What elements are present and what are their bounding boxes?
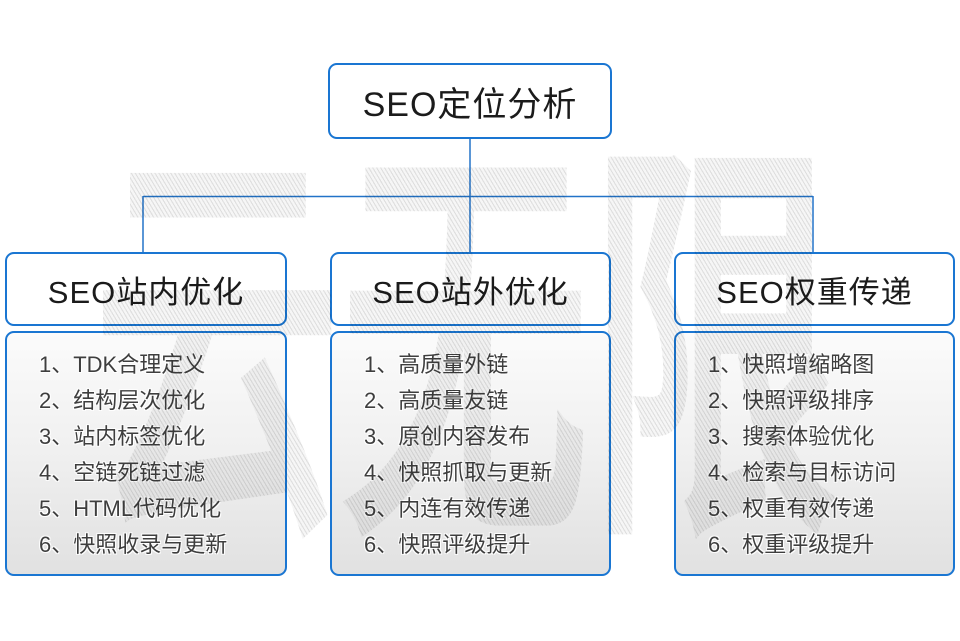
- list-item: 2、快照评级排序: [708, 388, 875, 413]
- list-item: 3、站内标签优化: [39, 424, 206, 449]
- column-header-offsite: SEO站外优化: [330, 252, 611, 326]
- list-item: 3、原创内容发布: [364, 424, 531, 449]
- column-header-weight: SEO权重传递: [674, 252, 955, 326]
- column-header-title: SEO站内优化: [47, 274, 245, 310]
- list-box-onsite: 1、TDK合理定义 2、结构层次优化 3、站内标签优化 4、空链死链过滤 5、H…: [5, 331, 287, 576]
- list-item: 5、HTML代码优化: [39, 496, 222, 521]
- list-item: 2、高质量友链: [364, 388, 509, 413]
- root-node-seo-positioning: SEO定位分析: [328, 63, 612, 139]
- root-node-title: SEO定位分析: [362, 85, 578, 124]
- column-offsite-optimization: SEO站外优化 1、高质量外链 2、高质量友链 3、原创内容发布 4、快照抓取与…: [330, 252, 611, 576]
- list-item: 2、结构层次优化: [39, 388, 206, 413]
- column-header-title: SEO站外优化: [372, 274, 569, 310]
- list-item: 5、内连有效传递: [364, 496, 531, 521]
- list-box-offsite: 1、高质量外链 2、高质量友链 3、原创内容发布 4、快照抓取与更新 5、内连有…: [330, 331, 611, 576]
- list-item: 1、TDK合理定义: [39, 352, 206, 377]
- column-header-title: SEO权重传递: [716, 274, 913, 310]
- list-item: 3、搜索体验优化: [708, 424, 875, 449]
- list-item: 6、权重评级提升: [708, 532, 875, 557]
- list-item: 6、快照评级提升: [364, 532, 531, 557]
- list-item: 1、快照增缩略图: [708, 352, 875, 377]
- list-item: 4、快照抓取与更新: [364, 460, 553, 485]
- column-weight-transfer: SEO权重传递 1、快照增缩略图 2、快照评级排序 3、搜索体验优化 4、检索与…: [674, 252, 955, 576]
- list-box-weight: 1、快照增缩略图 2、快照评级排序 3、搜索体验优化 4、检索与目标访问 5、权…: [674, 331, 955, 576]
- list-item: 1、高质量外链: [364, 352, 509, 377]
- column-header-onsite: SEO站内优化: [5, 252, 287, 326]
- list-item: 5、权重有效传递: [708, 496, 875, 521]
- list-item: 6、快照收录与更新: [39, 532, 228, 557]
- list-item: 4、检索与目标访问: [708, 460, 897, 485]
- column-onsite-optimization: SEO站内优化 1、TDK合理定义 2、结构层次优化 3、站内标签优化 4、空链…: [5, 252, 287, 576]
- list-item: 4、空链死链过滤: [39, 460, 206, 485]
